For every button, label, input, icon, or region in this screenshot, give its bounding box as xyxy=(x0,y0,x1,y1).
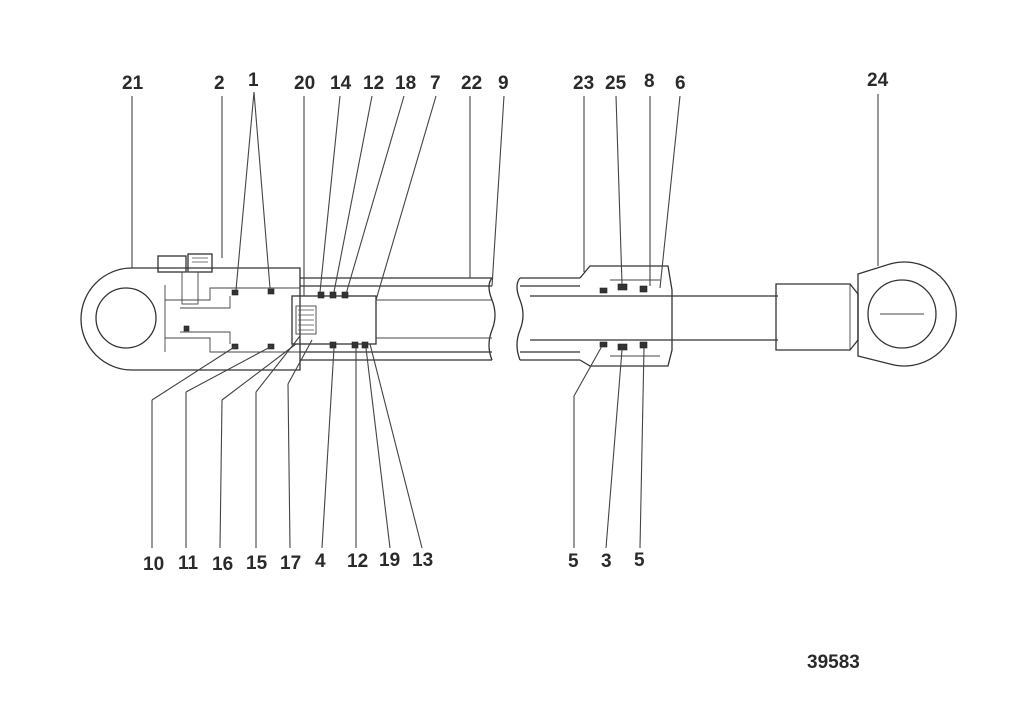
callout-24: 24 xyxy=(867,70,889,91)
rod-end-eye xyxy=(775,261,957,367)
callout-3: 3 xyxy=(601,551,612,572)
cylinder-barrel-left xyxy=(300,277,496,361)
rod-gland xyxy=(579,265,673,367)
cylinder-barrel-right xyxy=(516,277,580,361)
callout-19: 19 xyxy=(379,550,400,571)
callout-7: 7 xyxy=(430,73,441,94)
callout-4: 4 xyxy=(315,551,326,572)
callout-9: 9 xyxy=(498,73,509,94)
callout-12-bottom: 12 xyxy=(347,551,368,572)
callout-17: 17 xyxy=(280,553,301,574)
callout-13: 13 xyxy=(412,550,433,571)
callout-16: 16 xyxy=(212,554,233,575)
figure-reference-number: 39583 xyxy=(807,652,860,673)
callout-22: 22 xyxy=(461,73,482,94)
callout-18: 18 xyxy=(395,73,416,94)
callout-11: 11 xyxy=(178,553,199,574)
left-mount-eye xyxy=(80,267,301,371)
callout-15: 15 xyxy=(246,553,268,574)
callout-25: 25 xyxy=(605,73,627,94)
hydraulic-fitting xyxy=(157,253,213,305)
callout-12-top: 12 xyxy=(363,73,384,94)
callout-1: 1 xyxy=(248,70,259,91)
leader-lines-top xyxy=(131,91,879,301)
callout-14: 14 xyxy=(330,73,352,94)
callout-10: 10 xyxy=(143,554,164,575)
callout-23: 23 xyxy=(573,73,594,94)
callout-labels: 21 2 1 20 14 12 18 7 22 9 23 25 8 6 24 1… xyxy=(122,70,889,575)
callout-21: 21 xyxy=(122,73,144,94)
callout-20: 20 xyxy=(294,73,315,94)
callout-8: 8 xyxy=(644,71,655,92)
callout-5-left: 5 xyxy=(568,551,579,572)
piston-rod xyxy=(530,295,778,341)
callout-2-top: 2 xyxy=(214,73,225,94)
end-cap-internals xyxy=(165,287,300,353)
piston-assembly xyxy=(291,291,492,349)
callout-6: 6 xyxy=(675,73,686,94)
callout-5-right: 5 xyxy=(634,550,645,571)
leader-lines-bottom xyxy=(151,335,645,549)
